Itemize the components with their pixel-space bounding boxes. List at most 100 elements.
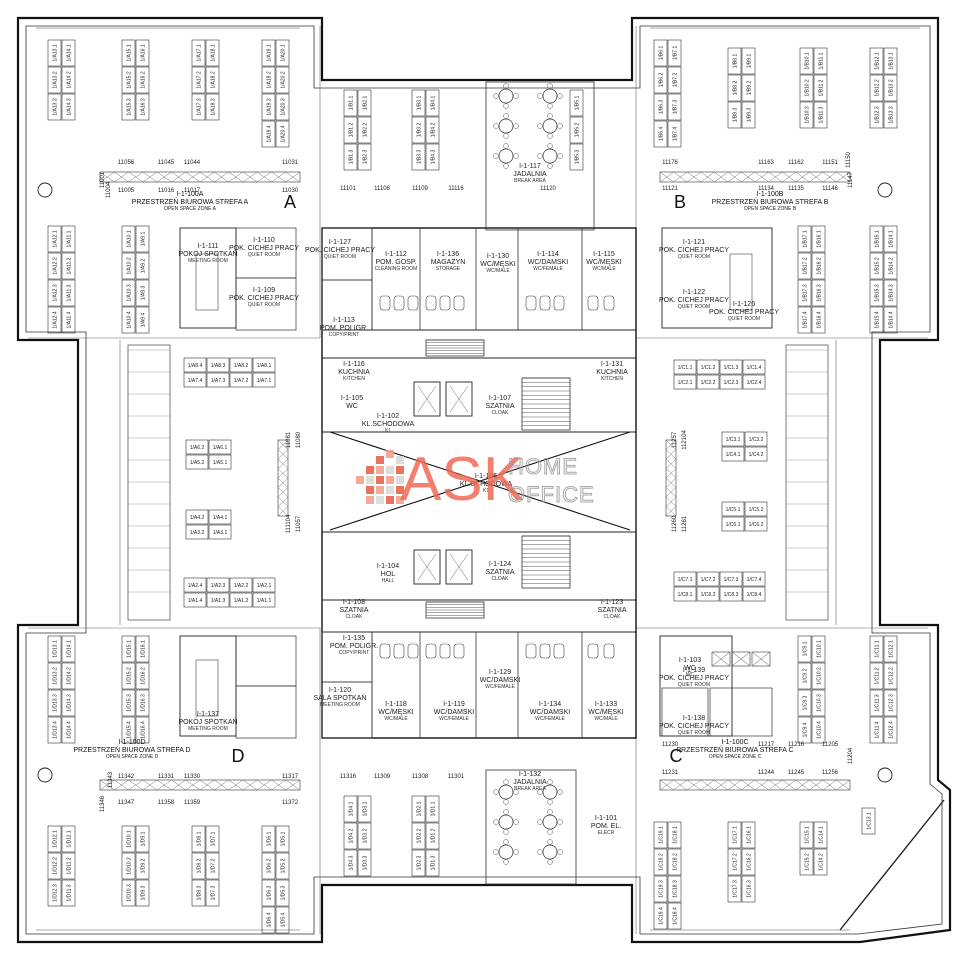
desk [47,39,62,67]
room-code: I-1-113 [333,317,355,324]
desk [343,795,358,823]
desk [47,825,62,853]
server-rack-mark [711,651,731,667]
desk [861,807,876,835]
desk-label: 1/A9.1 [141,232,147,247]
small-room-frame [321,681,373,739]
room-sub: K1 [483,488,489,494]
desk-label: 1/D5.4 [281,912,287,927]
desk-label: 1/D11.2 [67,857,73,874]
room-code: I-1-120 [329,687,351,694]
desk [569,116,584,144]
desk [813,47,828,75]
desk [261,852,276,880]
grid-number: 11057 [296,515,302,532]
desk-label: 1/A18.3 [211,98,217,115]
room-sub: QUIET ROOM [728,316,760,322]
logo-square [386,486,394,494]
desk-label: 1/B15.3 [875,284,881,301]
grid-number: 11109 [412,186,428,192]
desk [47,66,62,94]
desk [411,143,426,171]
desk [135,635,150,663]
grid-number: 11347 [118,800,135,806]
desk [135,879,150,907]
desk-label: 1/A20.1 [281,44,287,61]
desk-label: 1/D4.3 [349,855,355,870]
desk [797,306,812,334]
desk [47,279,62,307]
desk-label: 1/D1.1 [431,801,437,816]
desk-label: 1/A14.2 [67,71,73,88]
desk-label: 1/B7.2 [673,73,679,88]
elevator-mark [449,553,469,581]
chair [537,819,543,825]
wc-fixture [425,295,437,311]
desk [121,716,136,744]
desk-label: 1/C7.3 [724,577,739,583]
grid-number: 11358 [158,800,175,806]
desk-label: 1/D16.4 [141,721,147,739]
desk-cluster: 1/A13.11/A13.21/A13.31/A14.11/A14.21/A14… [47,39,76,121]
desk [653,66,668,94]
desk-label: 1/B3.1 [417,96,423,111]
grid-number: 11330 [184,774,201,780]
desk [191,93,206,121]
tray-hatch [665,477,677,488]
desk-cluster: 1/B8.11/B8.21/B8.31/B9.11/B9.21/B9.3 [727,47,756,129]
desk [673,359,697,375]
desk [811,252,826,280]
desk-label: 1/C12.4 [889,721,895,739]
desk [61,662,76,690]
room-code: I-1-105 [341,395,363,402]
desk [673,374,697,390]
chair [503,839,509,845]
tray-hatch [665,496,677,507]
desk-label: 1/B15.2 [875,257,881,274]
watermark-home-text: HOME [508,454,578,479]
desk [653,120,668,148]
desk-label: 1/D2.3 [417,855,423,870]
chair [547,83,553,89]
desk-label: 1/D12.3 [53,884,59,902]
tray-hatch [285,779,301,791]
tray-hatch [714,171,728,183]
desk [135,852,150,880]
room-code: I-1-127 [329,239,351,246]
tray-hatch [700,779,715,791]
tray-hatch [665,458,677,469]
desk-label: 1/A19.4 [267,125,273,142]
desk-label: 1/D14.4 [67,721,73,739]
desk [252,357,276,373]
zone-subtitle: OPEN SPACE ZONE B [744,206,797,212]
desk [744,446,768,462]
desk [121,306,136,334]
desk [411,822,426,850]
desk-label: 1/B1.1 [349,96,355,111]
desk-label: 1/B11.3 [819,106,825,123]
desk [673,571,697,587]
grid-number: 11317 [282,774,299,780]
room-name: POM. POLIGR. [330,643,378,650]
tray-hatch [257,171,272,183]
room-sub: BREAK AREA [514,178,546,184]
room-sub: KITCHEN [343,376,365,382]
wc-fixture [539,643,551,659]
desk-label: 1/D2.1 [417,801,423,816]
desk [121,825,136,853]
desk [135,689,150,717]
grid-number: 11004 [106,181,112,198]
desk-label: 1/B2.3 [363,150,369,165]
room-name: WC/MĘSKI [586,259,621,266]
ask-home-office-watermark: ASK HOME OFFICE [356,445,594,514]
desk-label: 1/D11.3 [67,884,73,901]
desk-label: 1/A17.2 [197,71,203,88]
tray-hatch [128,171,143,183]
